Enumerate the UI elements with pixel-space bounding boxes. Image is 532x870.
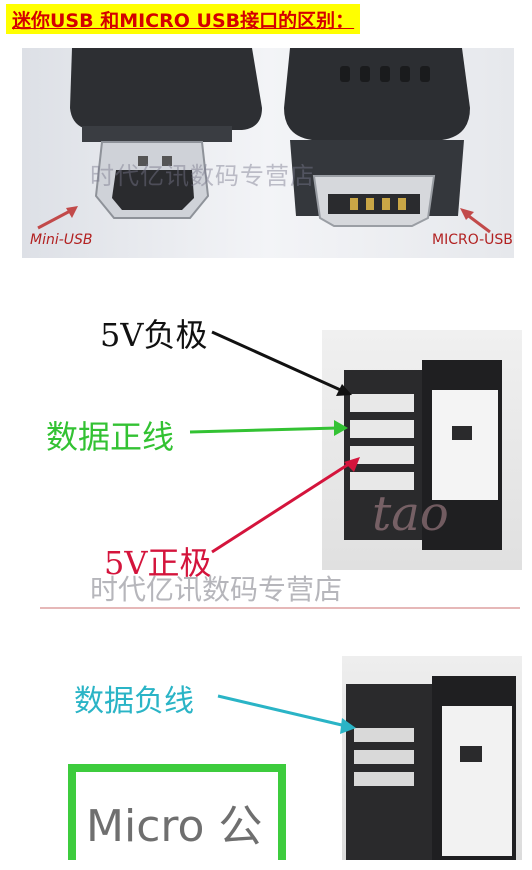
section-divider xyxy=(40,607,520,609)
mini-usb-label: Mini-USB xyxy=(30,232,93,248)
usb-plugs-illustration xyxy=(37,48,491,234)
header-title: 迷你USB 和MICRO USB接口的区别： xyxy=(6,4,361,34)
micro-usb-label: MICRO-USB xyxy=(432,232,513,248)
micro-connector-photo-top: tao xyxy=(322,330,522,570)
label-5v-negative: 5V负极 xyxy=(100,316,208,354)
usb-comparison-photo: 时代亿讯数码专营店 xyxy=(22,48,514,258)
arrow-data-pos xyxy=(189,426,339,434)
label-data-negative: 数据负线 xyxy=(74,684,194,719)
arrow-vcc-pos xyxy=(211,460,353,554)
micro-connector-photo-bottom xyxy=(342,656,522,860)
micro-male-label: Micro 公 xyxy=(86,801,263,852)
arrow-data-neg xyxy=(217,694,347,728)
label-data-positive: 数据正线 xyxy=(46,418,175,456)
photo-watermark-tao: tao xyxy=(372,486,449,542)
micro-label-box xyxy=(68,764,286,860)
photo-watermark: 时代亿讯数码专营店 xyxy=(90,162,315,190)
label-5v-positive: 5V正极 xyxy=(104,544,212,582)
store-watermark: 时代亿讯数码专营店 xyxy=(90,573,343,606)
arrow-vcc-neg xyxy=(211,330,346,394)
